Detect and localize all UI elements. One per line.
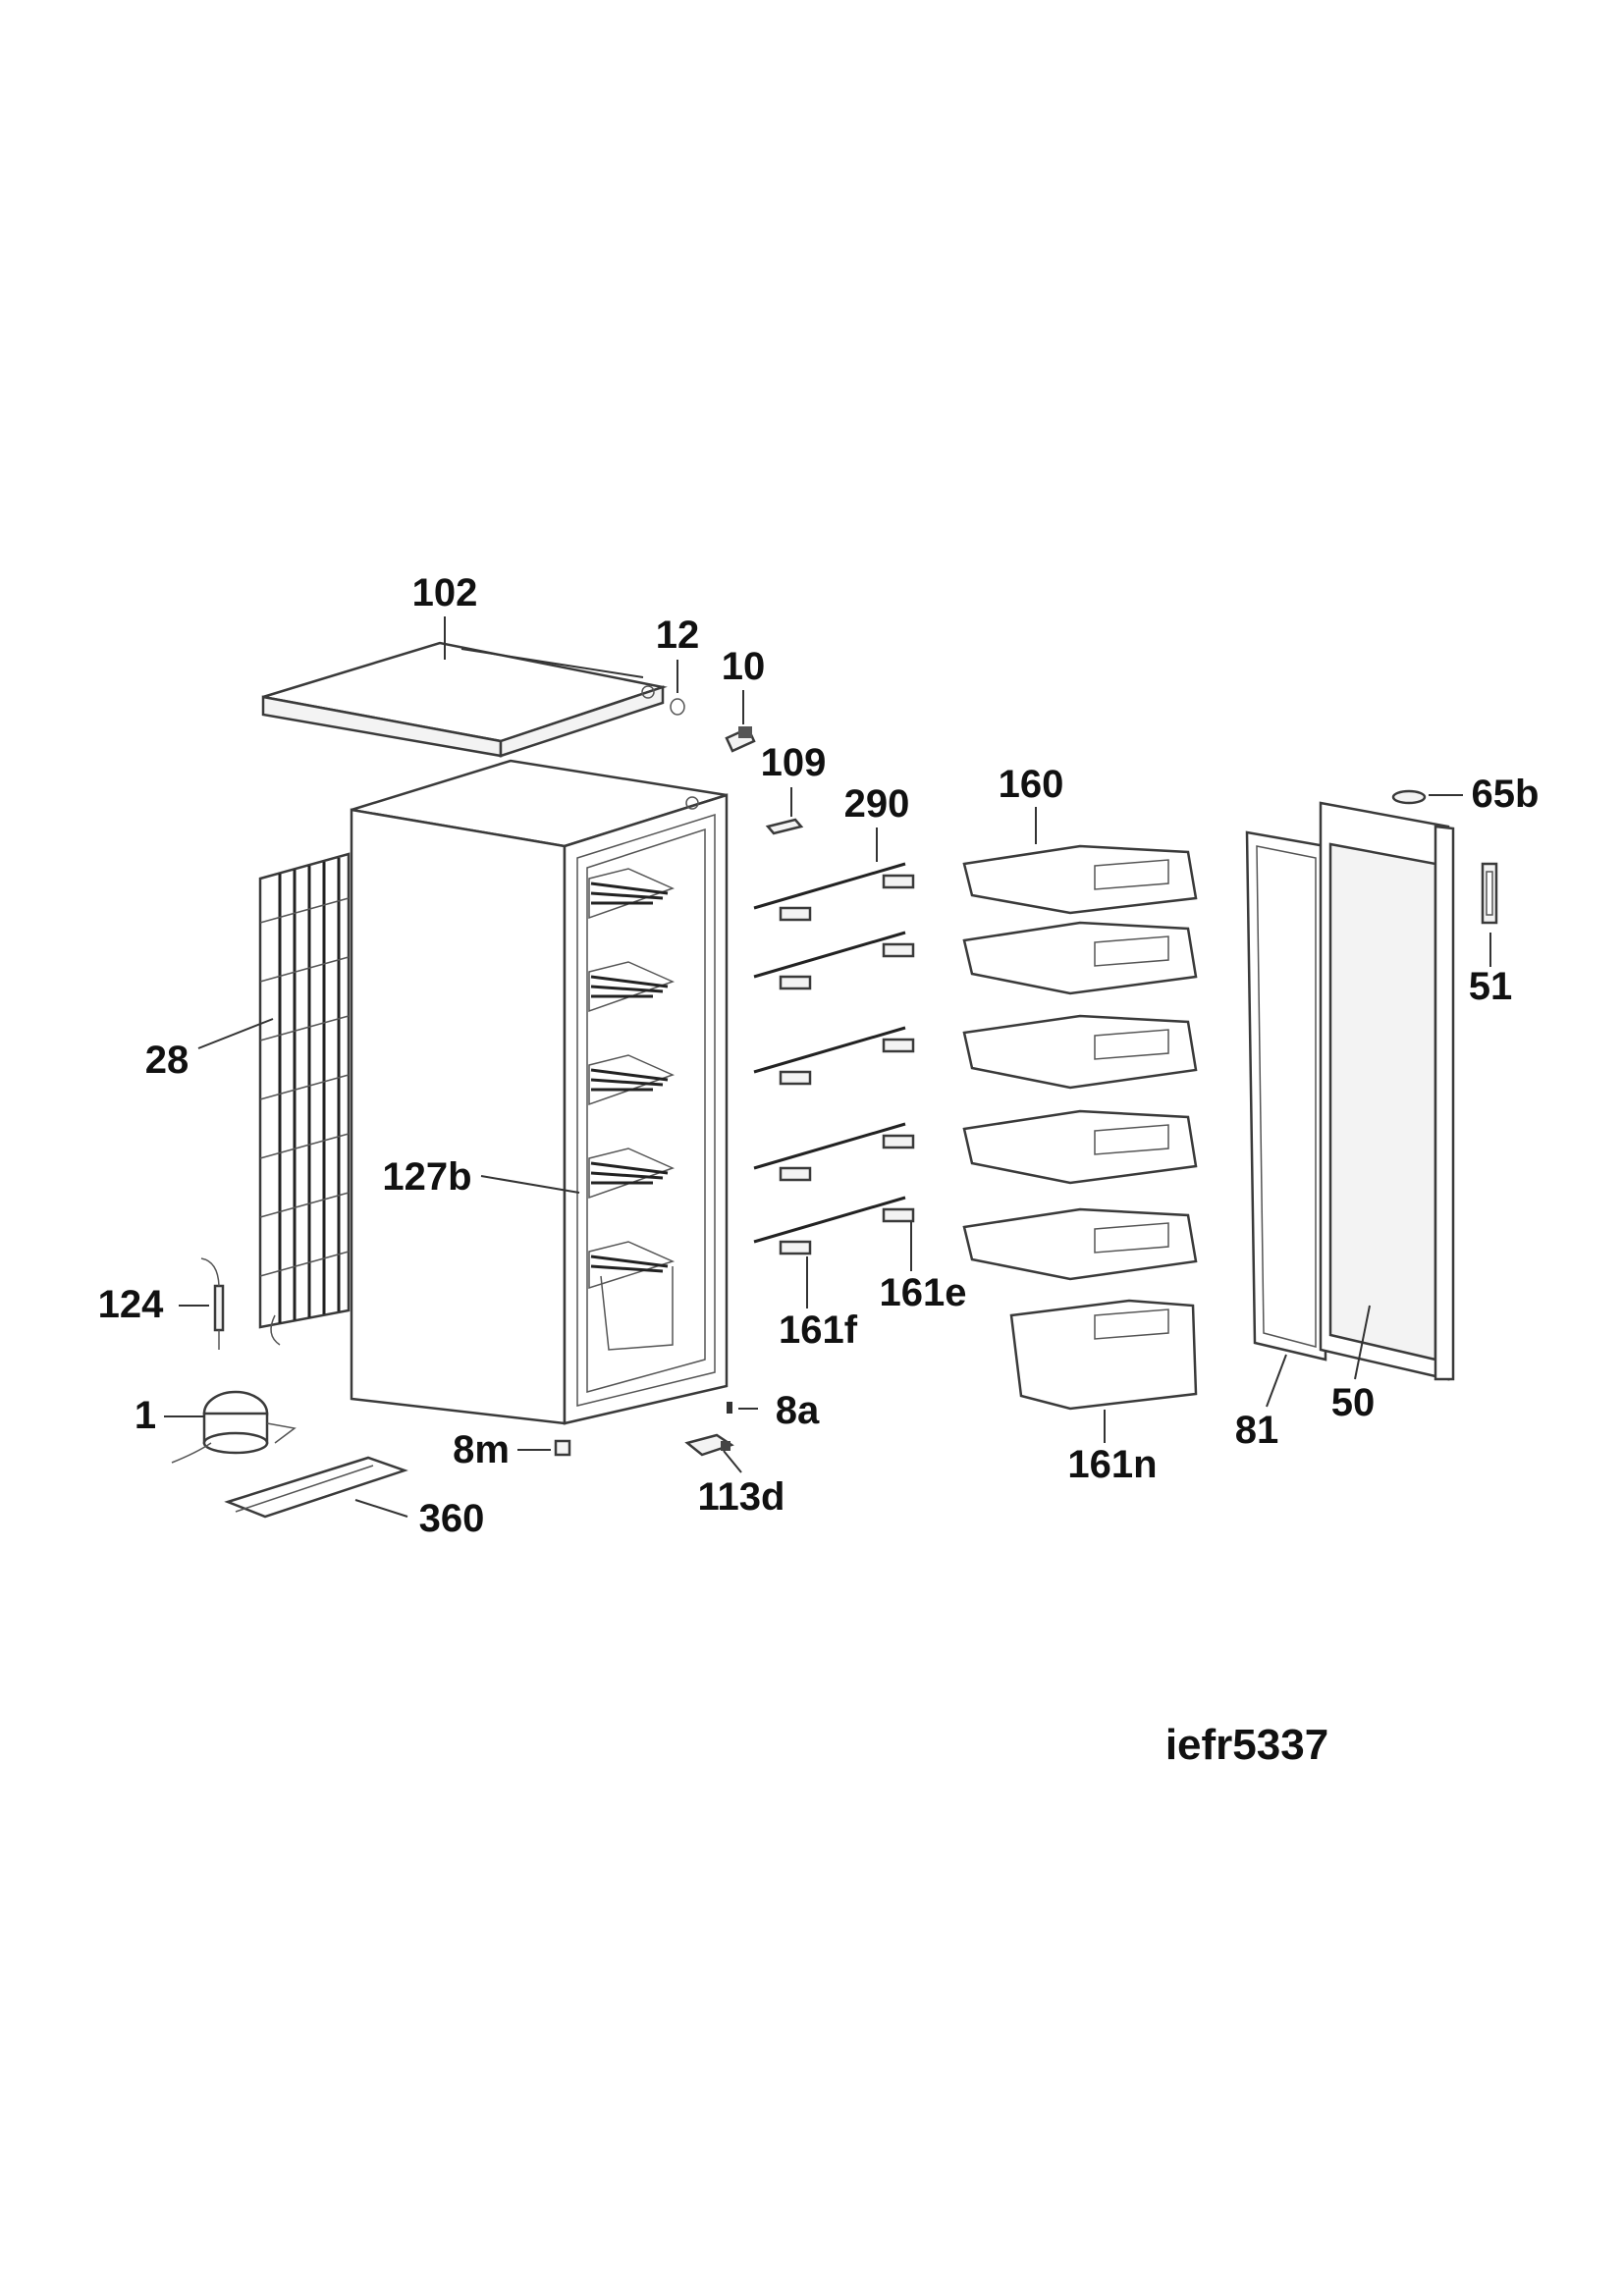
svg-text:102: 102 bbox=[412, 571, 478, 614]
callout-161f: 161f bbox=[779, 1256, 858, 1352]
rail-4 bbox=[753, 1122, 915, 1182]
rail-3 bbox=[753, 1026, 915, 1086]
svg-text:161e: 161e bbox=[880, 1271, 967, 1314]
callout-161e: 161e bbox=[880, 1222, 967, 1314]
svg-text:1: 1 bbox=[135, 1394, 156, 1437]
drawer-161n bbox=[1009, 1299, 1198, 1411]
part-113d-hinge bbox=[684, 1433, 734, 1457]
callout-65b: 65b bbox=[1429, 773, 1539, 816]
part-51-handle bbox=[1481, 862, 1498, 925]
rail-5 bbox=[753, 1196, 915, 1255]
callout-12: 12 bbox=[656, 614, 700, 693]
svg-text:81: 81 bbox=[1235, 1409, 1279, 1452]
callout-50: 50 bbox=[1331, 1305, 1376, 1424]
svg-text:113d: 113d bbox=[698, 1475, 785, 1519]
part-124-drier bbox=[200, 1257, 225, 1350]
svg-text:161f: 161f bbox=[779, 1308, 858, 1352]
part-1-compressor bbox=[171, 1390, 297, 1464]
part-109-switch bbox=[765, 818, 804, 835]
drawers-160 bbox=[962, 844, 1198, 1281]
model-code-label: iefr5337 bbox=[1165, 1721, 1328, 1769]
cabinet-body bbox=[350, 759, 729, 1425]
svg-text:12: 12 bbox=[656, 614, 700, 657]
callout-109: 109 bbox=[761, 741, 827, 817]
callout-10: 10 bbox=[722, 645, 766, 724]
rail-2 bbox=[753, 931, 915, 990]
svg-text:127b: 127b bbox=[382, 1155, 471, 1199]
svg-text:65b: 65b bbox=[1472, 773, 1540, 816]
drawer-2 bbox=[962, 921, 1198, 995]
callout-102: 102 bbox=[412, 571, 644, 678]
shelf-rails-290 bbox=[753, 862, 915, 1255]
callout-81: 81 bbox=[1235, 1354, 1287, 1452]
svg-text:160: 160 bbox=[999, 763, 1064, 806]
svg-text:51: 51 bbox=[1469, 965, 1513, 1008]
part-12-ring bbox=[670, 698, 685, 716]
svg-text:360: 360 bbox=[419, 1497, 485, 1540]
part-8m-foot bbox=[554, 1439, 571, 1457]
callout-290: 290 bbox=[844, 782, 910, 862]
part-10-thermostat bbox=[725, 726, 756, 753]
top-cover-part bbox=[261, 641, 668, 758]
callout-160: 160 bbox=[999, 763, 1064, 844]
drawer-1 bbox=[962, 844, 1198, 915]
callout-51: 51 bbox=[1469, 933, 1513, 1008]
callout-1: 1 bbox=[135, 1394, 204, 1437]
rail-1 bbox=[753, 862, 915, 922]
svg-text:10: 10 bbox=[722, 645, 766, 688]
svg-text:290: 290 bbox=[844, 782, 910, 826]
svg-text:124: 124 bbox=[98, 1283, 164, 1326]
door-50 bbox=[1319, 801, 1455, 1381]
callout-8a: 8a bbox=[738, 1389, 820, 1432]
drawer-5 bbox=[962, 1207, 1198, 1281]
shelf-127b bbox=[588, 868, 676, 1351]
door-gasket-81 bbox=[1245, 830, 1327, 1362]
part-8a-pin bbox=[727, 1402, 732, 1414]
drawer-3 bbox=[962, 1014, 1198, 1090]
callout-113d: 113d bbox=[698, 1450, 785, 1519]
part-360-base-plate bbox=[224, 1456, 408, 1519]
callout-127b: 127b bbox=[382, 1155, 580, 1199]
svg-text:28: 28 bbox=[145, 1039, 189, 1082]
svg-text:161n: 161n bbox=[1067, 1443, 1157, 1486]
condenser-part bbox=[258, 852, 351, 1346]
callout-124: 124 bbox=[98, 1283, 209, 1326]
callout-161n: 161n bbox=[1067, 1410, 1158, 1486]
svg-text:8a: 8a bbox=[776, 1389, 820, 1432]
part-65b-cap bbox=[1391, 789, 1427, 805]
drawer-4 bbox=[962, 1109, 1198, 1185]
svg-text:50: 50 bbox=[1331, 1381, 1376, 1424]
callout-8m: 8m bbox=[453, 1428, 551, 1471]
svg-text:8m: 8m bbox=[453, 1428, 510, 1471]
callout-360: 360 bbox=[354, 1497, 485, 1540]
callout-28: 28 bbox=[145, 1018, 274, 1082]
svg-text:109: 109 bbox=[761, 741, 827, 784]
